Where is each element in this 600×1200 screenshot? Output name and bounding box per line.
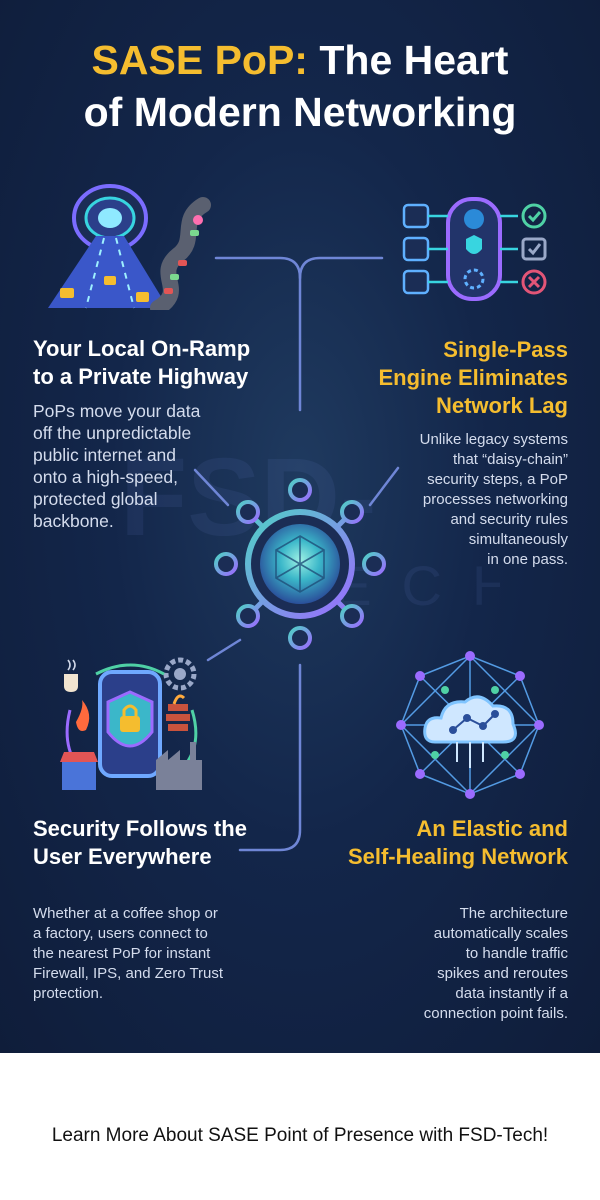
section-3-heading-line: User Everywhere <box>33 844 212 869</box>
section-4-body-line: to handle traffic <box>465 945 568 962</box>
section-2-body-line: that “daisy-chain” <box>452 451 568 468</box>
section-3-body-line: the nearest PoP for instant <box>33 945 211 962</box>
section-2-body-line: Unlike legacy systems <box>419 431 568 448</box>
section-2-heading: Single-Pass Engine Eliminates Network La… <box>330 336 569 420</box>
highway-tunnel-icon <box>48 184 211 310</box>
section-3-body-line: a factory, users connect to <box>33 925 208 942</box>
section-4-body-line: data instantly if a <box>455 985 568 1002</box>
section-4-body-line: The architecture <box>459 905 568 922</box>
section-1-body-line: public internet and <box>33 445 177 465</box>
section-1-body-line: PoPs move your data <box>33 401 201 421</box>
section-1-body-line: onto a high-speed, <box>33 467 178 487</box>
spoke-ne <box>368 466 400 507</box>
connector-bottom <box>238 663 302 852</box>
section-2-body-line: and security rules <box>450 511 568 528</box>
section-1-body-line: off the unpredictable <box>33 423 192 443</box>
section-4-body-line: automatically scales <box>433 925 568 942</box>
mobile-security-shield-icon <box>60 657 202 790</box>
section-3-body: Whether at a coffee shop or a factory, u… <box>33 904 283 1004</box>
section-2-body-line: security steps, a PoP <box>427 471 568 488</box>
section-3-heading: Security Follows the User Everywhere <box>33 815 293 871</box>
title-line2: of Modern Networking <box>83 89 517 135</box>
section-1-body-line: protected global <box>33 489 158 509</box>
central-pop-hub-icon <box>214 478 386 650</box>
section-2-body-line: simultaneously <box>468 531 568 548</box>
section-4-body-line: connection point fails. <box>423 1005 568 1022</box>
section-4-body-line: spikes and reroutes <box>437 965 568 982</box>
footer-cta-text: Learn More About SASE Point of Presence … <box>51 1125 549 1146</box>
infographic-panel: FSD- TECH SASE PoP: The Heart of Modern … <box>0 0 600 1053</box>
section-1-heading-line: to a Private Highway <box>33 364 249 389</box>
section-3-heading-line: Security Follows the <box>33 816 247 841</box>
connector-top-left <box>214 256 302 280</box>
title-rest: The Heart <box>307 37 509 83</box>
cloud-mesh-network-icon <box>396 651 544 799</box>
section-2-body-line: in one pass. <box>487 551 568 568</box>
section-1-heading: Your Local On-Ramp to a Private Highway <box>33 335 293 391</box>
spoke-sw <box>206 638 242 662</box>
section-1-heading-line: Your Local On-Ramp <box>33 336 251 361</box>
section-2-heading-line: Engine Eliminates <box>378 365 569 390</box>
page-title: SASE PoP: The Heart of Modern Networking <box>0 34 600 138</box>
section-1-body-line: backbone. <box>33 511 114 531</box>
section-3-body-line: Whether at a coffee shop or <box>33 905 218 922</box>
spoke-nw <box>193 468 230 507</box>
section-2-body: Unlike legacy systems that “daisy-chain”… <box>360 430 568 570</box>
section-4-body: The architecture automatically scales to… <box>368 904 568 1024</box>
section-2-body-line: processes networking <box>422 491 568 508</box>
section-4-heading: An Elastic and Self-Healing Network <box>310 815 568 871</box>
section-3-body-line: protection. <box>33 985 104 1002</box>
section-3-body-line: Firewall, IPS, and Zero Trust <box>33 965 224 982</box>
single-pass-engine-icon <box>402 197 547 301</box>
title-accent: SASE PoP: <box>91 37 308 83</box>
section-2-heading-line: Single-Pass <box>443 337 568 362</box>
section-2-heading-line: Network Lag <box>435 393 568 418</box>
section-1-body: PoPs move your data off the unpredictabl… <box>33 400 263 532</box>
section-4-heading-line: Self-Healing Network <box>347 844 568 869</box>
section-4-heading-line: An Elastic and <box>416 816 568 841</box>
connector-lines <box>193 256 400 852</box>
